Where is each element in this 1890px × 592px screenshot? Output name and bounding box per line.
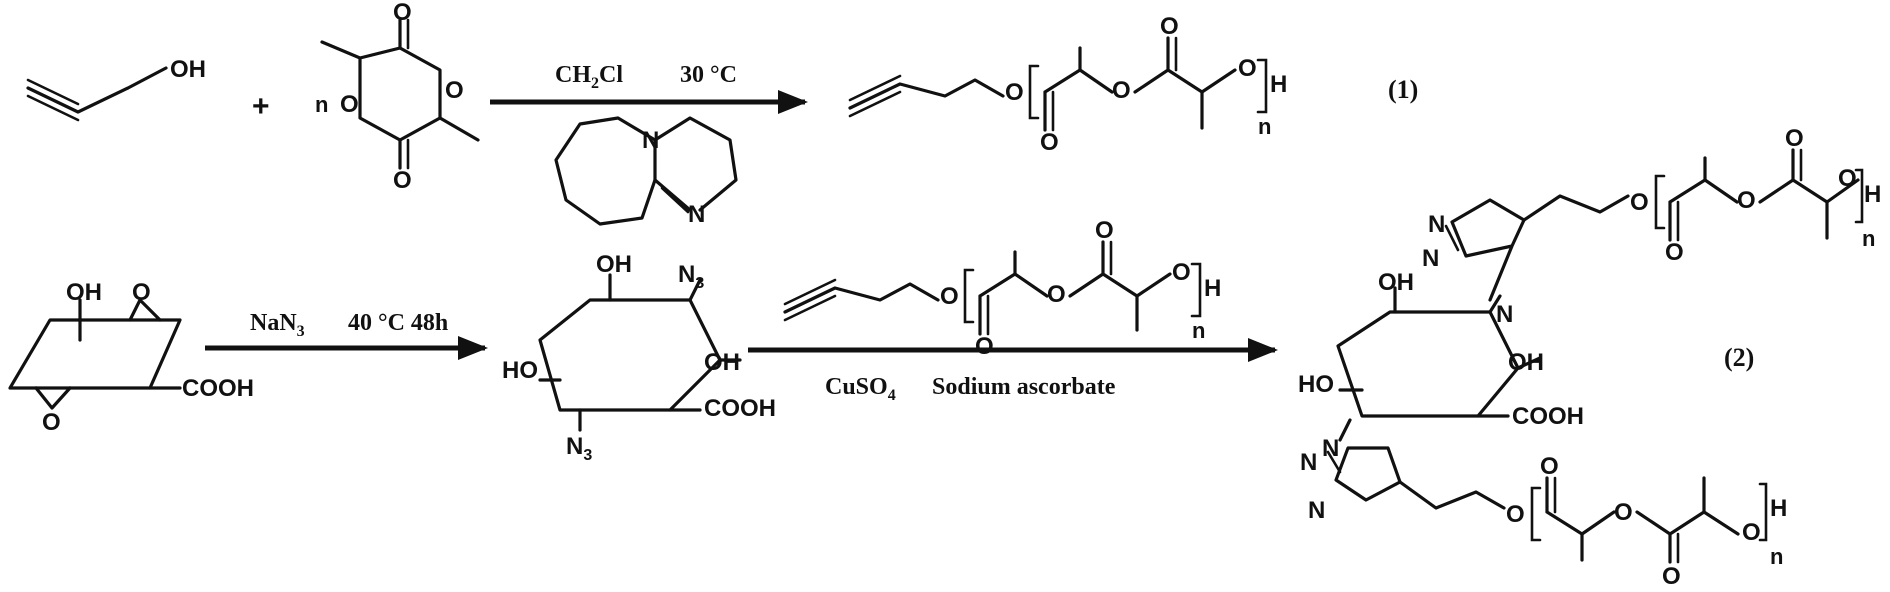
p2-upper-carbonyl-o-2: O <box>1785 125 1804 152</box>
epoxy-cooh-label: COOH <box>182 375 254 402</box>
p2-upper-carbonyl-o-1: O <box>1665 239 1684 266</box>
diazido-acid-structure: OH N3 OH HO N3 COOH <box>502 251 776 464</box>
pla-alkyne-reagent: O O O O O H n <box>783 217 1221 360</box>
product-2-structure: OH OH HO COOH N N N O O O O O H n N N <box>1298 125 1881 590</box>
p2-cooh-label: COOH <box>1512 403 1584 430</box>
p2-upper-ester-o: O <box>1630 189 1649 216</box>
p2-oh-right: OH <box>1508 349 1544 376</box>
plus-sign: + <box>252 90 270 123</box>
diazido-oh-right: OH <box>704 349 740 376</box>
epoxy-oh-label: OH <box>66 279 102 306</box>
reagent-carbonyl-o-1: O <box>975 333 994 360</box>
p2-upper-h-label: H <box>1864 181 1881 208</box>
epoxy-o-top: O <box>132 279 151 306</box>
p1-terminal-o: O <box>1238 55 1257 82</box>
p2-upper-terminal-o: O <box>1838 165 1857 192</box>
p2-upper-ring-o: O <box>1737 187 1756 214</box>
reaction-arrow-2: NaN3 40 °C 48h <box>205 310 488 360</box>
p2-lower-n-label: n <box>1770 544 1783 569</box>
p2-ho-left: HO <box>1298 371 1334 398</box>
butynol-structure: OH <box>26 56 206 122</box>
lactide-top-carbonyl-o: O <box>393 0 412 26</box>
dbu-n-top: N <box>642 127 659 154</box>
p1-h-label: H <box>1270 71 1287 98</box>
diazido-n3-top: N3 <box>678 261 704 292</box>
reagent-n-label: n <box>1192 318 1205 343</box>
condition-sodium-ascorbate: Sodium ascorbate <box>932 374 1116 400</box>
lactide-structure: n O O O O <box>315 0 480 194</box>
p2-lower-carbonyl-o-1: O <box>1540 453 1559 480</box>
p2-lower-carbonyl-o-2: O <box>1662 563 1681 590</box>
p1-carbonyl-o-1: O <box>1040 129 1059 156</box>
compound-label-2: (2) <box>1724 343 1754 372</box>
diazido-cooh-label: COOH <box>704 395 776 422</box>
p1-carbonyl-o-2: O <box>1160 13 1179 40</box>
reagent-terminal-o: O <box>1172 259 1191 286</box>
diazido-ho-left: HO <box>502 357 538 384</box>
reaction-arrow-3: CuSO4 Sodium ascorbate <box>748 338 1278 404</box>
p2-lower-h-label: H <box>1770 495 1787 522</box>
p1-ester-o: O <box>1005 79 1024 106</box>
p2-triazole-bottom-n1: N <box>1322 435 1339 462</box>
p2-triazole-top-n3: N <box>1428 211 1445 238</box>
condition-cuso4: CuSO4 <box>825 374 896 404</box>
lactide-n-label: n <box>315 92 328 117</box>
p1-ring-o: O <box>1112 77 1131 104</box>
dbu-n-bottom: N <box>688 201 705 228</box>
epoxy-acid-structure: OH O O COOH <box>8 279 254 436</box>
reagent-ring-o: O <box>1047 281 1066 308</box>
epoxy-o-bottom: O <box>42 409 61 436</box>
butynol-oh-label: OH <box>170 56 206 83</box>
condition-nan3: NaN3 <box>250 310 305 340</box>
condition-ch2cl2: CH2Cl <box>555 62 623 92</box>
diazido-n3-bottom: N3 <box>566 433 592 464</box>
p2-lower-ring-o: O <box>1614 499 1633 526</box>
p2-triazole-bottom-n2: N <box>1300 449 1317 476</box>
product-1-structure: O O O O O H n <box>848 13 1287 156</box>
lactide-ring-o-right: O <box>445 77 464 104</box>
p2-triazole-top-n1: N <box>1496 301 1513 328</box>
p2-upper-n-label: n <box>1862 226 1875 251</box>
p1-n-label: n <box>1258 114 1271 139</box>
lactide-ring-o-left: O <box>340 91 359 118</box>
compound-label-1: (1) <box>1388 75 1418 104</box>
condition-temp-time: 40 °C 48h <box>348 310 448 336</box>
p2-triazole-top-n2: N <box>1422 245 1439 272</box>
p2-lower-terminal-o: O <box>1742 519 1761 546</box>
p2-triazole-bottom-n3: N <box>1308 497 1325 524</box>
condition-temperature-1: 30 °C <box>680 62 737 88</box>
reagent-carbonyl-o-2: O <box>1095 217 1114 244</box>
reagent-h-label: H <box>1204 275 1221 302</box>
p2-oh-top: OH <box>1378 269 1414 296</box>
reagent-ester-o: O <box>940 283 959 310</box>
lactide-bottom-carbonyl-o: O <box>393 167 412 194</box>
p2-lower-ester-o: O <box>1506 501 1525 528</box>
diazido-oh-top: OH <box>596 251 632 278</box>
dbu-catalyst-structure: N N <box>554 116 738 228</box>
reaction-arrow-1: CH2Cl 30 °C <box>490 62 808 114</box>
